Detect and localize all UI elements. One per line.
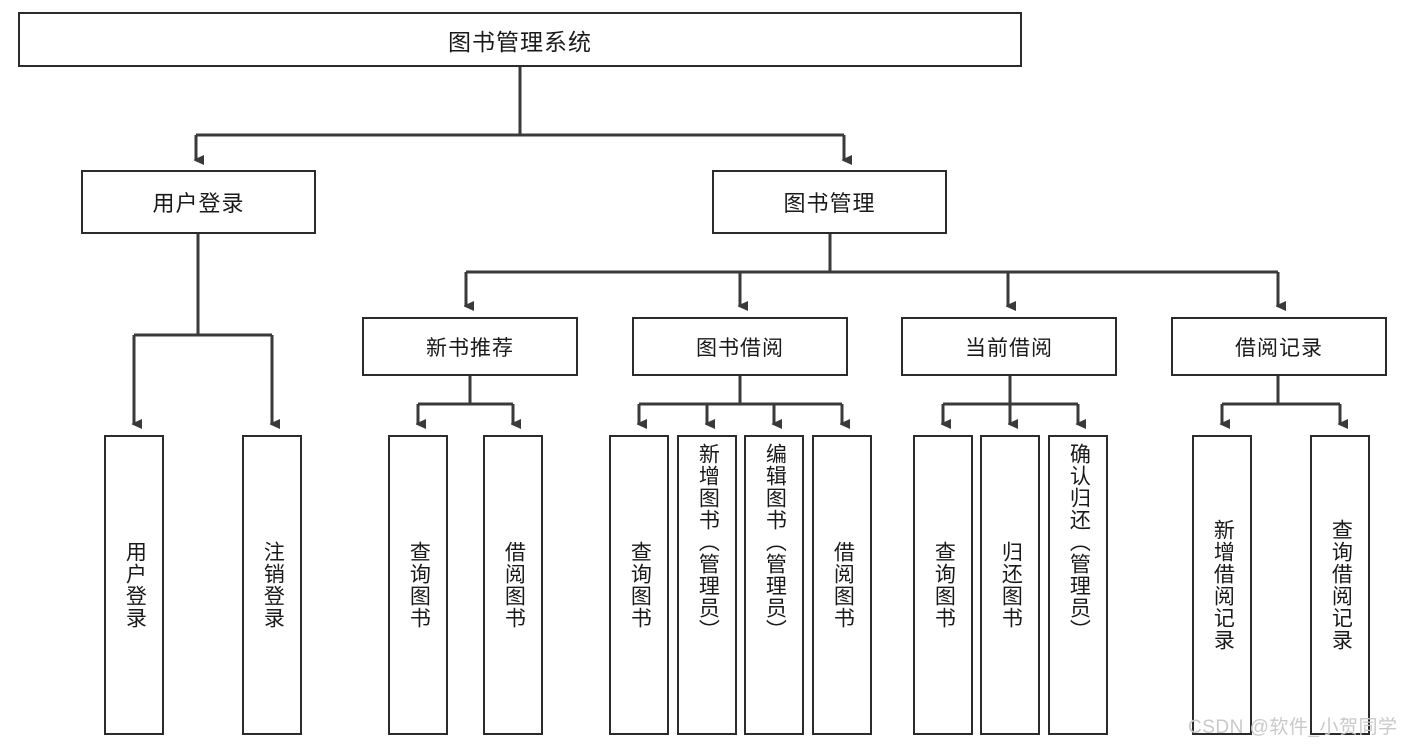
node-root[interactable]: 图书管理系统 [18, 12, 1022, 67]
node-leaf-user-logout[interactable]: 注销登录 [242, 435, 302, 735]
node-leaf-confirm-return-admin[interactable]: 确认归还（管理员） [1048, 435, 1108, 735]
node-leaf-borrow-book-label: 借阅图书 [831, 541, 855, 629]
node-borrow-record[interactable]: 借阅记录 [1171, 317, 1387, 376]
node-leaf-add-borrow-record[interactable]: 新增借阅记录 [1192, 435, 1252, 735]
node-leaf-user-login-label: 用户登录 [123, 541, 147, 629]
node-new-book-recommend-label: 新书推荐 [426, 336, 514, 360]
node-leaf-add-borrow-record-label: 新增借阅记录 [1211, 519, 1235, 651]
node-leaf-edit-book-admin-label: 编辑图书（管理员） [763, 443, 787, 641]
node-book-borrow[interactable]: 图书借阅 [632, 317, 848, 376]
node-leaf-recommend-borrow-book[interactable]: 借阅图书 [483, 435, 543, 735]
node-leaf-recommend-query-book-label: 查询图书 [407, 541, 431, 629]
node-leaf-user-logout-label: 注销登录 [261, 541, 285, 629]
node-book-management[interactable]: 图书管理 [712, 170, 947, 234]
node-user-login-label: 用户登录 [152, 191, 245, 216]
node-leaf-add-book-admin-label: 新增图书（管理员） [696, 443, 720, 641]
node-leaf-confirm-return-admin-label: 确认归还（管理员） [1067, 443, 1091, 641]
node-leaf-borrow-query-book[interactable]: 查询图书 [609, 435, 669, 735]
node-leaf-add-book-admin[interactable]: 新增图书（管理员） [677, 435, 737, 735]
node-current-borrow-label: 当前借阅 [965, 336, 1053, 360]
node-leaf-edit-book-admin[interactable]: 编辑图书（管理员） [744, 435, 804, 735]
node-leaf-user-login[interactable]: 用户登录 [104, 435, 164, 735]
node-leaf-recommend-query-book[interactable]: 查询图书 [388, 435, 448, 735]
node-root-label: 图书管理系统 [448, 28, 592, 55]
node-leaf-borrow-book[interactable]: 借阅图书 [812, 435, 872, 735]
node-leaf-return-book[interactable]: 归还图书 [980, 435, 1040, 735]
node-new-book-recommend[interactable]: 新书推荐 [362, 317, 578, 376]
node-leaf-query-borrow-record-label: 查询借阅记录 [1329, 519, 1353, 651]
node-book-management-label: 图书管理 [783, 191, 876, 216]
node-leaf-return-book-label: 归还图书 [999, 541, 1023, 629]
node-leaf-recommend-borrow-book-label: 借阅图书 [502, 541, 526, 629]
node-user-login[interactable]: 用户登录 [81, 170, 316, 234]
watermark: CSDN @软件_小贺同学 [1188, 717, 1398, 738]
node-leaf-borrow-query-book-label: 查询图书 [628, 541, 652, 629]
node-book-borrow-label: 图书借阅 [696, 336, 784, 360]
node-leaf-current-query-book-label: 查询图书 [932, 541, 956, 629]
node-current-borrow[interactable]: 当前借阅 [901, 317, 1117, 376]
node-borrow-record-label: 借阅记录 [1235, 336, 1323, 360]
node-leaf-query-borrow-record[interactable]: 查询借阅记录 [1310, 435, 1370, 735]
node-leaf-current-query-book[interactable]: 查询图书 [913, 435, 973, 735]
